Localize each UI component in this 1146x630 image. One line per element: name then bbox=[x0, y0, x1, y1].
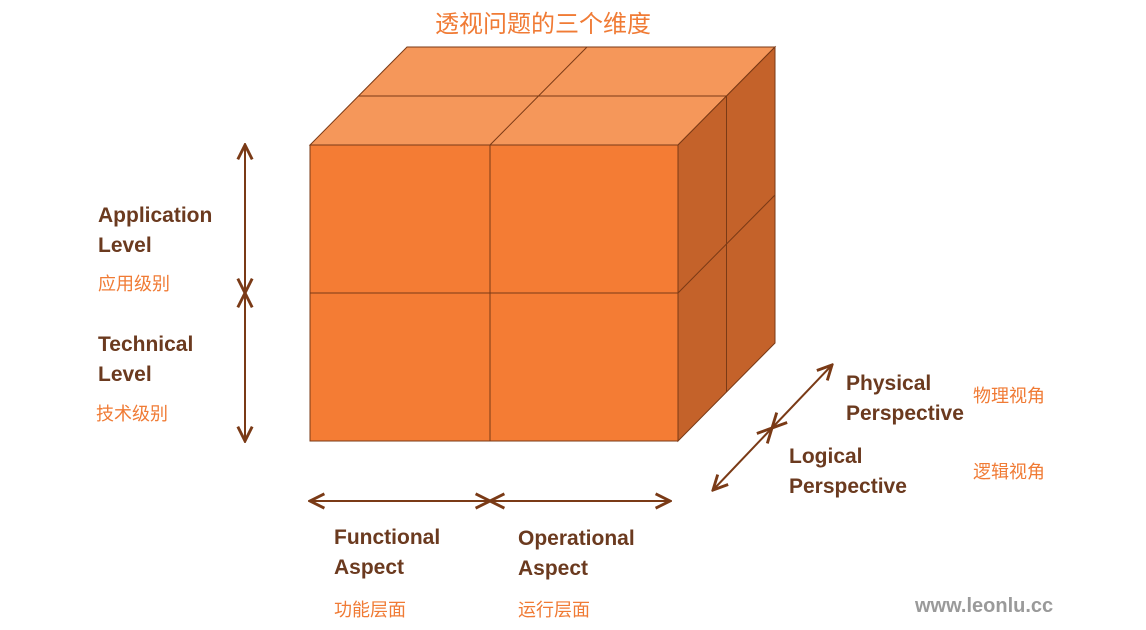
logical-perspective-arrow bbox=[713, 428, 772, 490]
functional-aspect-label: Functional Aspect bbox=[334, 523, 440, 583]
logical-perspective-line1: Logical bbox=[789, 445, 863, 468]
physical-perspective-arrow bbox=[772, 365, 832, 428]
physical-perspective-line1: Physical bbox=[846, 372, 932, 395]
functional-aspect-cn: 功能层面 bbox=[334, 600, 406, 620]
operational-aspect-line2: Aspect bbox=[518, 557, 589, 580]
application-level-line1: Application bbox=[98, 204, 213, 227]
functional-aspect-line1: Functional bbox=[334, 526, 441, 549]
technical-level-line2: Level bbox=[98, 363, 152, 386]
technical-level-label: Technical Level bbox=[98, 330, 193, 390]
logical-perspective-label: Logical Perspective bbox=[789, 442, 907, 502]
technical-level-cn: 技术级别 bbox=[96, 404, 168, 424]
application-level-cn: 应用级别 bbox=[98, 274, 170, 294]
physical-perspective-cn: 物理视角 bbox=[973, 386, 1045, 406]
application-level-line2: Level bbox=[98, 234, 152, 257]
operational-aspect-line1: Operational bbox=[518, 527, 635, 550]
functional-aspect-line2: Aspect bbox=[334, 556, 405, 579]
logical-perspective-line2: Perspective bbox=[789, 475, 907, 498]
watermark: www.leonlu.cc bbox=[915, 595, 1054, 617]
physical-perspective-label: Physical Perspective bbox=[846, 369, 964, 429]
application-level-label: Application Level bbox=[98, 201, 212, 261]
technical-level-line1: Technical bbox=[98, 333, 194, 356]
operational-aspect-label: Operational Aspect bbox=[518, 524, 635, 584]
diagram-title: 透视问题的三个维度 bbox=[435, 11, 651, 38]
top-divider-width bbox=[489, 46, 588, 146]
logical-perspective-cn: 逻辑视角 bbox=[973, 462, 1045, 482]
physical-perspective-line2: Perspective bbox=[846, 402, 964, 425]
operational-aspect-cn: 运行层面 bbox=[518, 600, 590, 620]
